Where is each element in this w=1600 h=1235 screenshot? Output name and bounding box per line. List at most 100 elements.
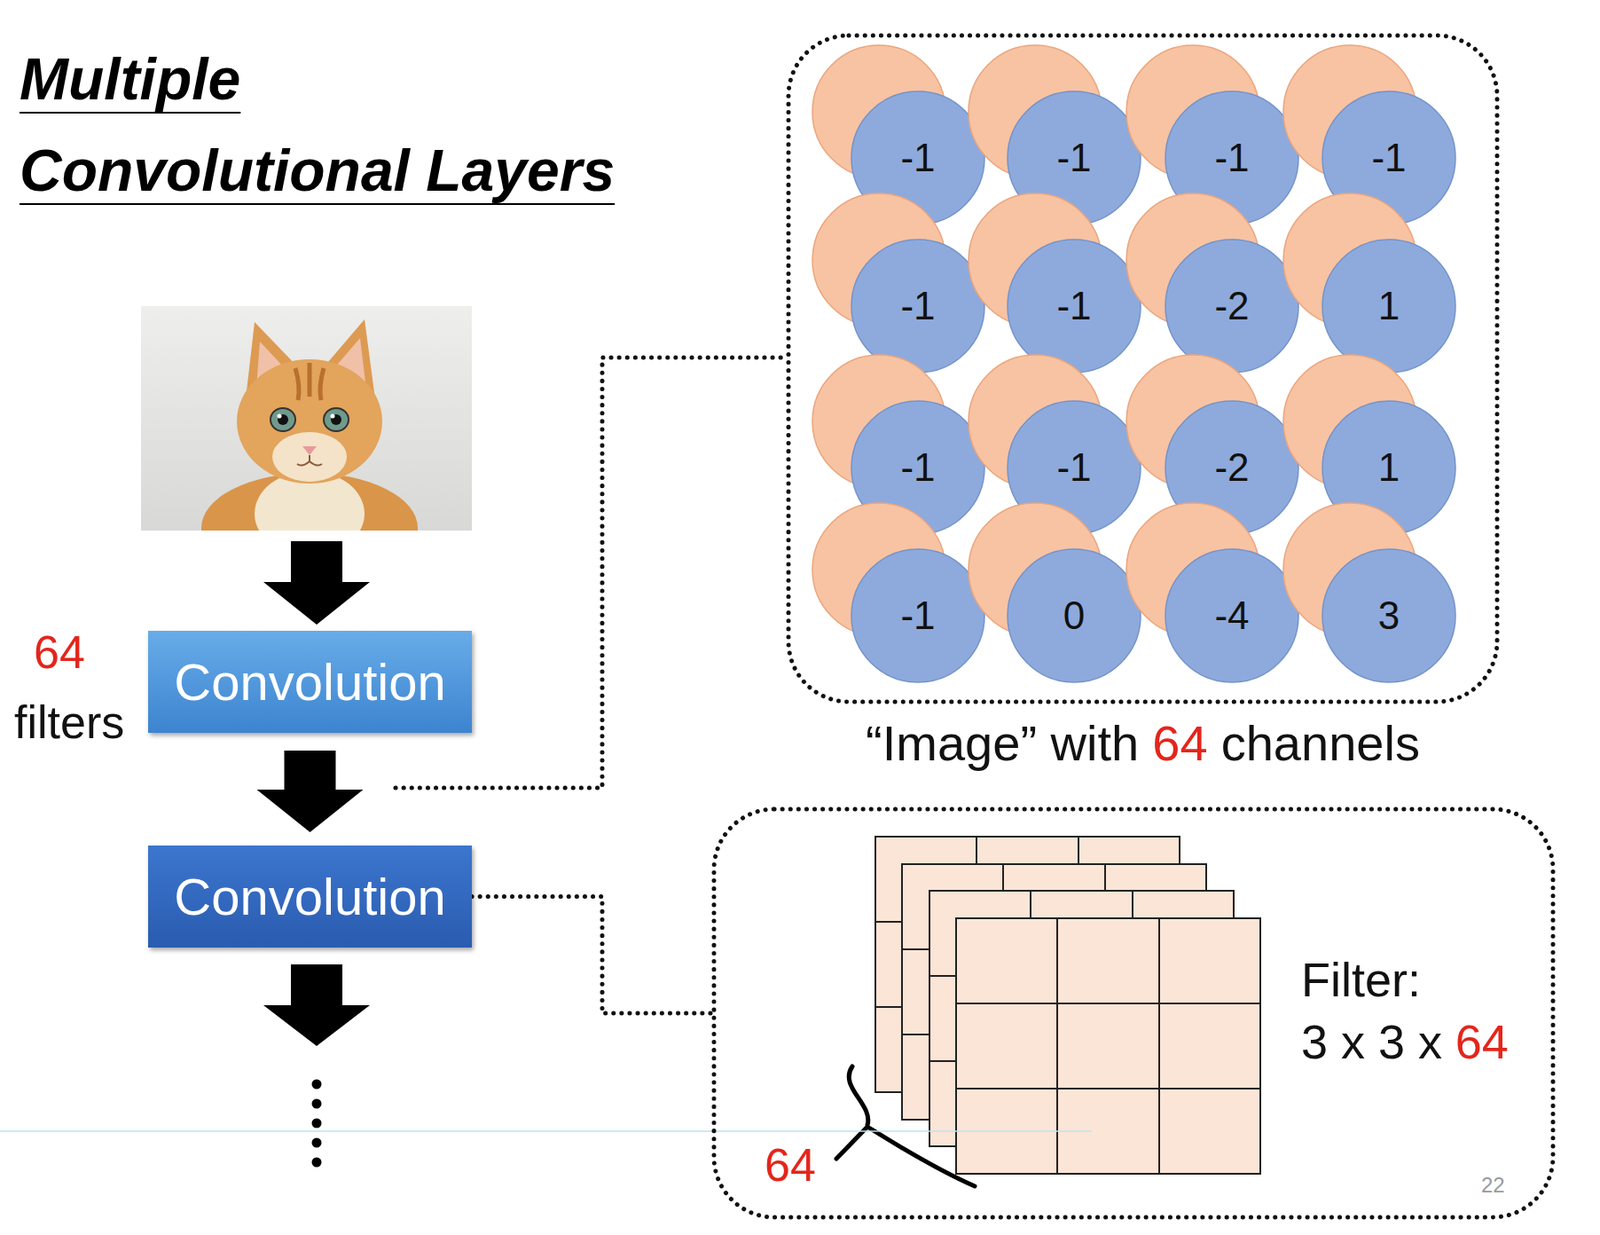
continuation-dots [312, 1079, 322, 1168]
circle-label-area: 0 [1008, 549, 1140, 682]
cat-eye [323, 407, 349, 432]
channel-circle-front [851, 239, 985, 373]
panel-caption: channels [1221, 714, 1420, 771]
dotted-border [713, 808, 1553, 1217]
channel-value: -1 [1056, 135, 1091, 181]
channel-value-circle: 0 [967, 501, 1142, 683]
panel-outline [711, 806, 1556, 1220]
circle-pair [967, 192, 1142, 374]
circle-label-area: 3 [1323, 549, 1455, 682]
filter-caption-line: 3 x 3 x64 [1301, 1010, 1509, 1073]
cat-eye [270, 407, 296, 432]
box-label: Convolution [173, 866, 446, 926]
filter-layer [956, 917, 1261, 1174]
channel-circle-front [1007, 549, 1141, 683]
channel-value: -2 [1214, 445, 1249, 490]
filter-count: 64 [33, 626, 86, 680]
channel-value: -1 [1056, 445, 1091, 490]
box-label: Convolution [173, 651, 446, 712]
cat-eye-glint [277, 414, 283, 419]
filter-sheet [956, 917, 1261, 1174]
filter-size: 3 x 3 x [1301, 1014, 1443, 1068]
box-label-area: Convolution [148, 630, 472, 733]
channel-value: 3 [1378, 593, 1400, 638]
circle-pair [1282, 192, 1457, 374]
circle-pair [811, 192, 986, 374]
filter-grid [956, 917, 1261, 1174]
cat-pupil [277, 414, 289, 425]
channel-value: -1 [1371, 135, 1406, 181]
channel-value: 0 [1063, 593, 1085, 638]
channel-circle-front [1165, 549, 1299, 683]
circle-pair [1125, 192, 1300, 374]
faint-rule [0, 1129, 1092, 1132]
circle-pair [967, 501, 1142, 683]
circle-label-area: 1 [1323, 240, 1455, 372]
channel-circle-front [1322, 239, 1456, 373]
channel-circle-front [851, 549, 985, 683]
page-number: 22 [1481, 1172, 1506, 1198]
convolution-box: Convolution [148, 630, 472, 733]
flow-arrow [263, 541, 370, 625]
channel-value-circle: -1 [967, 192, 1142, 374]
channel-value-circle: -1 [811, 192, 986, 374]
circle-label-area: -4 [1166, 549, 1298, 682]
filter-caption: Filter:3 x 3 x64 [1301, 948, 1509, 1073]
dot [312, 1137, 322, 1148]
filter-panel: Filter:3 x 3 x64 [711, 806, 1556, 1220]
panel-caption-line: “Image” with64channels [785, 714, 1500, 772]
circle-pair [811, 501, 986, 683]
panel-caption: “Image” with [865, 714, 1139, 771]
channel-value-circle: -2 [1125, 192, 1300, 374]
channel-value: -1 [1214, 135, 1249, 181]
cat-stripes [295, 362, 324, 400]
channel-value: -4 [1214, 593, 1249, 638]
cat-photo [141, 305, 472, 531]
circle-pair [1282, 501, 1457, 683]
filter-caption-line: Filter: [1301, 948, 1509, 1011]
dotted-connector [471, 896, 712, 1014]
channel-circle-front [1165, 239, 1299, 373]
circle-label-area: -1 [852, 549, 984, 682]
dot [312, 1157, 322, 1168]
dot [312, 1098, 322, 1109]
channel-value-circle: -4 [1125, 501, 1300, 683]
filter-stack [875, 836, 1261, 1174]
cat-nose [302, 446, 317, 455]
cat-pupil [330, 414, 342, 425]
channel-circle-front [1007, 239, 1141, 373]
channel-value: -1 [1056, 283, 1091, 329]
channel-value: 1 [1378, 283, 1400, 329]
filters-label: filters [14, 696, 125, 750]
dot [312, 1118, 322, 1129]
filter-heading: Filter: [1301, 952, 1421, 1006]
channel-value: -1 [900, 593, 935, 638]
circle-label-area: -1 [1008, 240, 1140, 372]
cat-muzzle [272, 431, 347, 482]
convolution-box: Convolution [148, 845, 472, 948]
channel-value-circle: -1 [811, 501, 986, 683]
channel-value-circle: 3 [1282, 501, 1457, 683]
channel-value-circle: 1 [1282, 192, 1457, 374]
cat-mouth [297, 454, 322, 465]
channel-count: 64 [764, 1138, 816, 1193]
flow-arrow [263, 964, 370, 1046]
dot [312, 1079, 322, 1090]
feature-map-panel: “Image” with64channels-1-1-1-1-1-1-21-1-… [785, 32, 1500, 705]
channel-value: -1 [900, 135, 935, 181]
box-label-area: Convolution [148, 845, 472, 948]
channel-value: -2 [1214, 283, 1249, 329]
dotted-border [788, 35, 1498, 702]
slide-title: Multiple Convolutional Layers [19, 33, 628, 217]
channel-value: -1 [900, 445, 935, 490]
filter-size: 64 [1455, 1014, 1509, 1068]
cat-head [236, 359, 383, 484]
circle-pair [1125, 501, 1300, 683]
circle-label-area: -2 [1166, 240, 1298, 372]
channel-value: -1 [900, 283, 935, 329]
cat-eye-glint [330, 414, 336, 419]
flow-arrow [257, 750, 364, 832]
circle-label-area: -1 [852, 240, 984, 372]
depth-brace [836, 1066, 975, 1186]
